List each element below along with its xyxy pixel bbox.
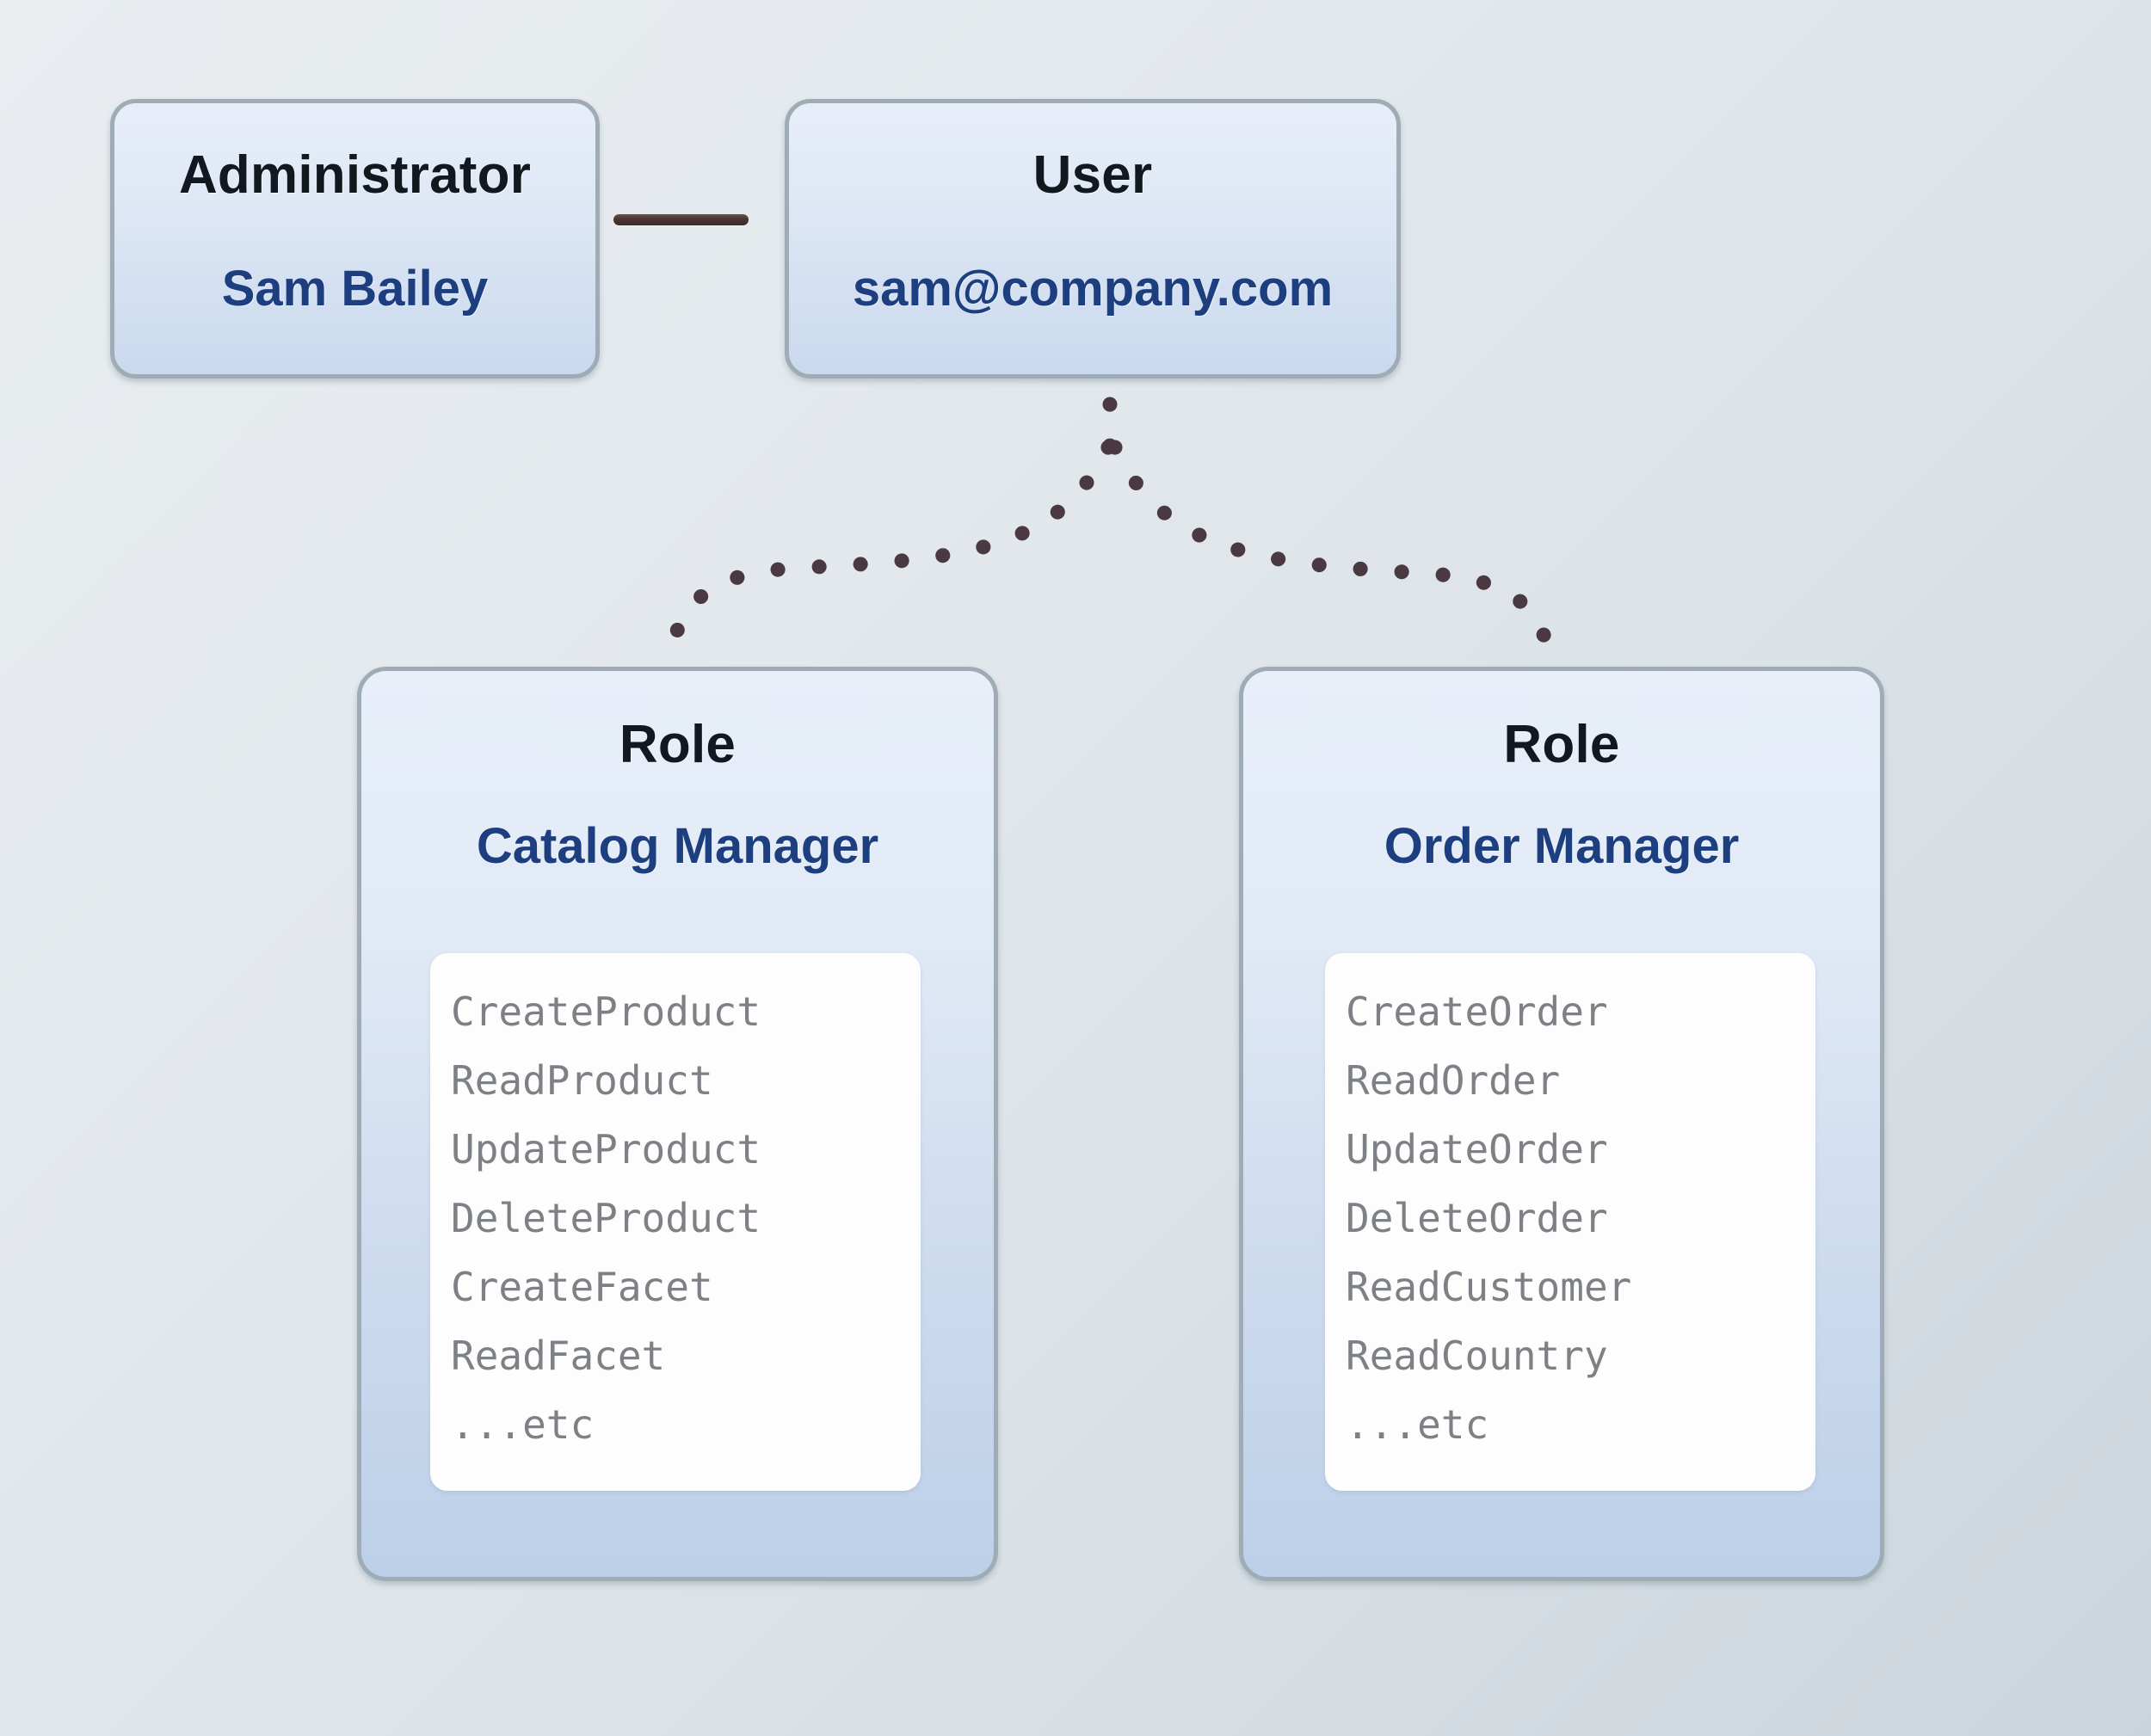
permission-item: ...etc: [1346, 1401, 1489, 1448]
administrator-user-association-line: [613, 214, 749, 225]
permission-panel-catalog-manager: CreateProduct ReadProduct UpdateProduct …: [430, 953, 921, 1491]
role-name-label-0: Catalog Manager: [476, 818, 879, 874]
administrator-name-label: Sam Bailey: [221, 261, 489, 317]
role-type-label-1: Role: [1503, 715, 1620, 774]
user-email-label: sam@company.com: [852, 261, 1334, 317]
role-name-label-1: Order Manager: [1384, 818, 1740, 874]
permission-panel-order-manager: CreateOrder ReadOrder UpdateOrder Delete…: [1325, 953, 1815, 1491]
permission-item: UpdateProduct: [451, 1126, 761, 1173]
dotted-path-to-role-right: [1107, 440, 1561, 674]
administrator-card[interactable]: Administrator Sam Bailey: [110, 99, 600, 379]
permission-item: CreateProduct: [451, 988, 761, 1035]
permission-item: CreateFacet: [451, 1264, 713, 1310]
permission-item: ReadCustomer: [1346, 1264, 1632, 1310]
permission-item: ReadProduct: [451, 1057, 713, 1104]
permission-item: UpdateOrder: [1346, 1126, 1608, 1173]
user-type-label: User: [1032, 145, 1153, 205]
permission-item: ReadOrder: [1346, 1057, 1561, 1104]
user-card[interactable]: User sam@company.com: [785, 99, 1401, 379]
dotted-path-to-role-left: [659, 440, 1116, 674]
permission-item: DeleteProduct: [451, 1195, 761, 1241]
role-card-order-manager[interactable]: Role Order Manager CreateOrder ReadOrder…: [1239, 667, 1884, 1581]
role-card-catalog-manager[interactable]: Role Catalog Manager CreateProduct ReadP…: [357, 667, 998, 1581]
role-type-label-0: Role: [619, 715, 737, 774]
administrator-type-label: Administrator: [178, 145, 532, 205]
permission-item: ReadCountry: [1346, 1333, 1608, 1379]
permission-item: DeleteOrder: [1346, 1195, 1608, 1241]
permission-item: ...etc: [451, 1401, 595, 1448]
permission-item: ReadFacet: [451, 1333, 666, 1379]
permission-item: CreateOrder: [1346, 988, 1608, 1035]
